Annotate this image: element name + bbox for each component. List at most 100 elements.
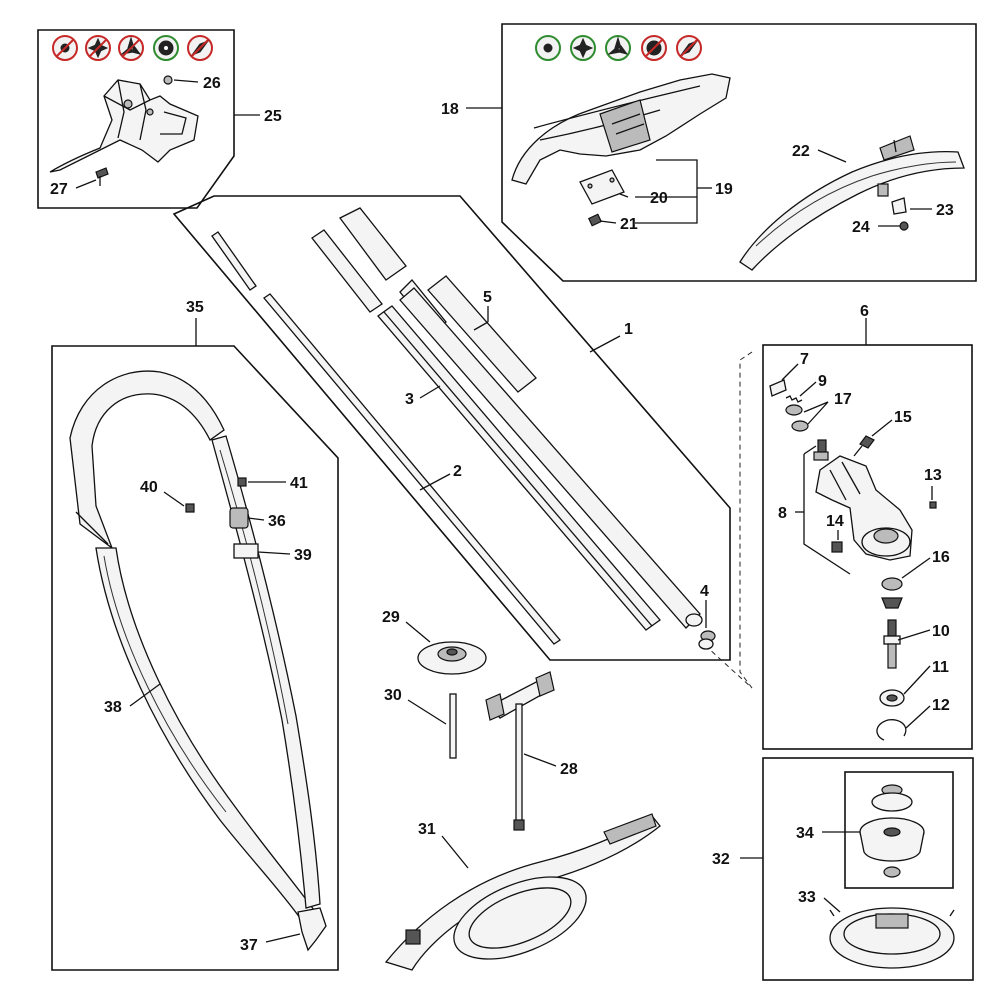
deflector-25-drawing (49, 79, 199, 173)
group-25-deflector: 26 27 25 (37, 29, 282, 209)
callout-26: 26 (203, 75, 221, 92)
mowing-head-34 (859, 784, 925, 878)
circlip-12 (876, 719, 907, 741)
callout-29: 29 (382, 609, 400, 626)
callout-38: 38 (104, 699, 122, 716)
callout-12: 12 (932, 697, 950, 714)
grass-blade-3-not-allowed-icon (118, 35, 144, 61)
drive-tube-1 (399, 287, 703, 629)
callout-24: 24 (852, 219, 870, 236)
grass-blade-4-not-allowed-icon (85, 35, 111, 61)
dashed-alignment-line (707, 351, 753, 689)
tube-sleeve-upper (339, 207, 407, 281)
callout-17: 17 (834, 391, 852, 408)
callout-33: 33 (798, 889, 816, 906)
mowing-head-not-allowed-icon (52, 35, 78, 61)
mowing-head-allowed-icon (535, 35, 561, 61)
callout-5: 5 (483, 289, 492, 306)
bracket-clip-23-top (877, 183, 889, 197)
frame-6 (762, 344, 973, 750)
grass-blade-3-allowed-icon (605, 35, 631, 61)
screw-24 (899, 221, 909, 231)
callout-8: 8 (778, 505, 787, 522)
screw-15 (853, 435, 875, 457)
callout-36: 36 (268, 513, 286, 530)
symbol-row-18 (535, 35, 702, 61)
carabiner-37 (297, 907, 327, 952)
callout-20: 20 (650, 190, 668, 207)
callout-7: 7 (800, 351, 809, 368)
callout-15: 15 (894, 409, 912, 426)
bushings-17 (785, 404, 809, 432)
frame-1 (172, 195, 731, 661)
callout-25: 25 (264, 108, 282, 125)
bevel-gear-16 (881, 577, 903, 609)
spring-9 (785, 395, 803, 403)
combination-wrench-28 (485, 671, 555, 831)
callout-40: 40 (140, 479, 158, 496)
frame-34 (844, 771, 954, 889)
group-32-mowing-head: 32 34 33 (712, 757, 974, 981)
callout-28: 28 (560, 761, 578, 778)
saw-blade-not-allowed-icon (641, 35, 667, 61)
screw-41 (237, 477, 247, 487)
callout-31: 31 (418, 821, 436, 838)
screw-21 (587, 213, 603, 227)
callout-35: 35 (186, 299, 204, 316)
callout-19: 19 (715, 181, 733, 198)
liner-3 (311, 229, 661, 631)
slide-39 (233, 543, 259, 559)
callout-10: 10 (932, 623, 950, 640)
callout-37: 37 (240, 937, 258, 954)
callout-23: 23 (936, 202, 954, 219)
frame-32 (762, 757, 974, 981)
group-1-drive-tube: 4 5 1 3 2 (172, 195, 731, 661)
callout-32: 32 (712, 851, 730, 868)
blade-not-allowed-icon (187, 35, 213, 61)
callout-11: 11 (932, 659, 949, 676)
locking-pin-30 (449, 693, 457, 759)
callout-16: 16 (932, 549, 950, 566)
screw-14 (831, 541, 843, 553)
callout-6: 6 (860, 303, 869, 320)
frame-25 (37, 29, 235, 209)
callout-13: 13 (924, 467, 942, 484)
frame-18 (501, 23, 977, 282)
callout-1: 1 (624, 321, 633, 338)
screw-26 (163, 75, 173, 85)
callout-4: 4 (700, 583, 709, 600)
screw-13 (929, 501, 937, 509)
plate-20 (579, 169, 625, 205)
shoulder-strap-38 (69, 370, 321, 919)
tube-cap-4 (698, 630, 716, 650)
callout-27: 27 (50, 181, 68, 198)
transport-guard-31 (384, 813, 661, 971)
group-18-guard: 19 20 21 18 22 23 24 (441, 23, 977, 282)
callout-9: 9 (818, 373, 827, 390)
symbol-row-25 (52, 35, 213, 61)
callout-39: 39 (294, 547, 312, 564)
grass-blade-4-allowed-icon (570, 35, 596, 61)
buckle-36 (229, 507, 249, 529)
screw-40 (185, 503, 195, 513)
thrust-plate-29 (417, 641, 487, 675)
cover-33 (829, 907, 955, 969)
callout-22: 22 (792, 143, 810, 160)
guard-extension-22 (739, 135, 965, 271)
callout-2: 2 (453, 463, 462, 480)
callout-41: 41 (290, 475, 308, 492)
callout-3: 3 (405, 391, 414, 408)
blade-not-allowed-icon (676, 35, 702, 61)
clamp-bolt (813, 439, 829, 461)
screw-27 (95, 167, 109, 186)
group-35-harness: 35 40 41 36 39 38 (51, 299, 339, 971)
drive-shaft-2 (211, 231, 561, 645)
ball-bearing-11 (879, 689, 905, 707)
group-6-gear-head: 6 7 9 17 15 (707, 303, 973, 750)
callout-14: 14 (826, 513, 844, 530)
brush-knife-allowed-icon (153, 35, 179, 61)
callout-30: 30 (384, 687, 402, 704)
callout-21: 21 (620, 216, 638, 233)
guard-18-drawing (511, 73, 731, 185)
